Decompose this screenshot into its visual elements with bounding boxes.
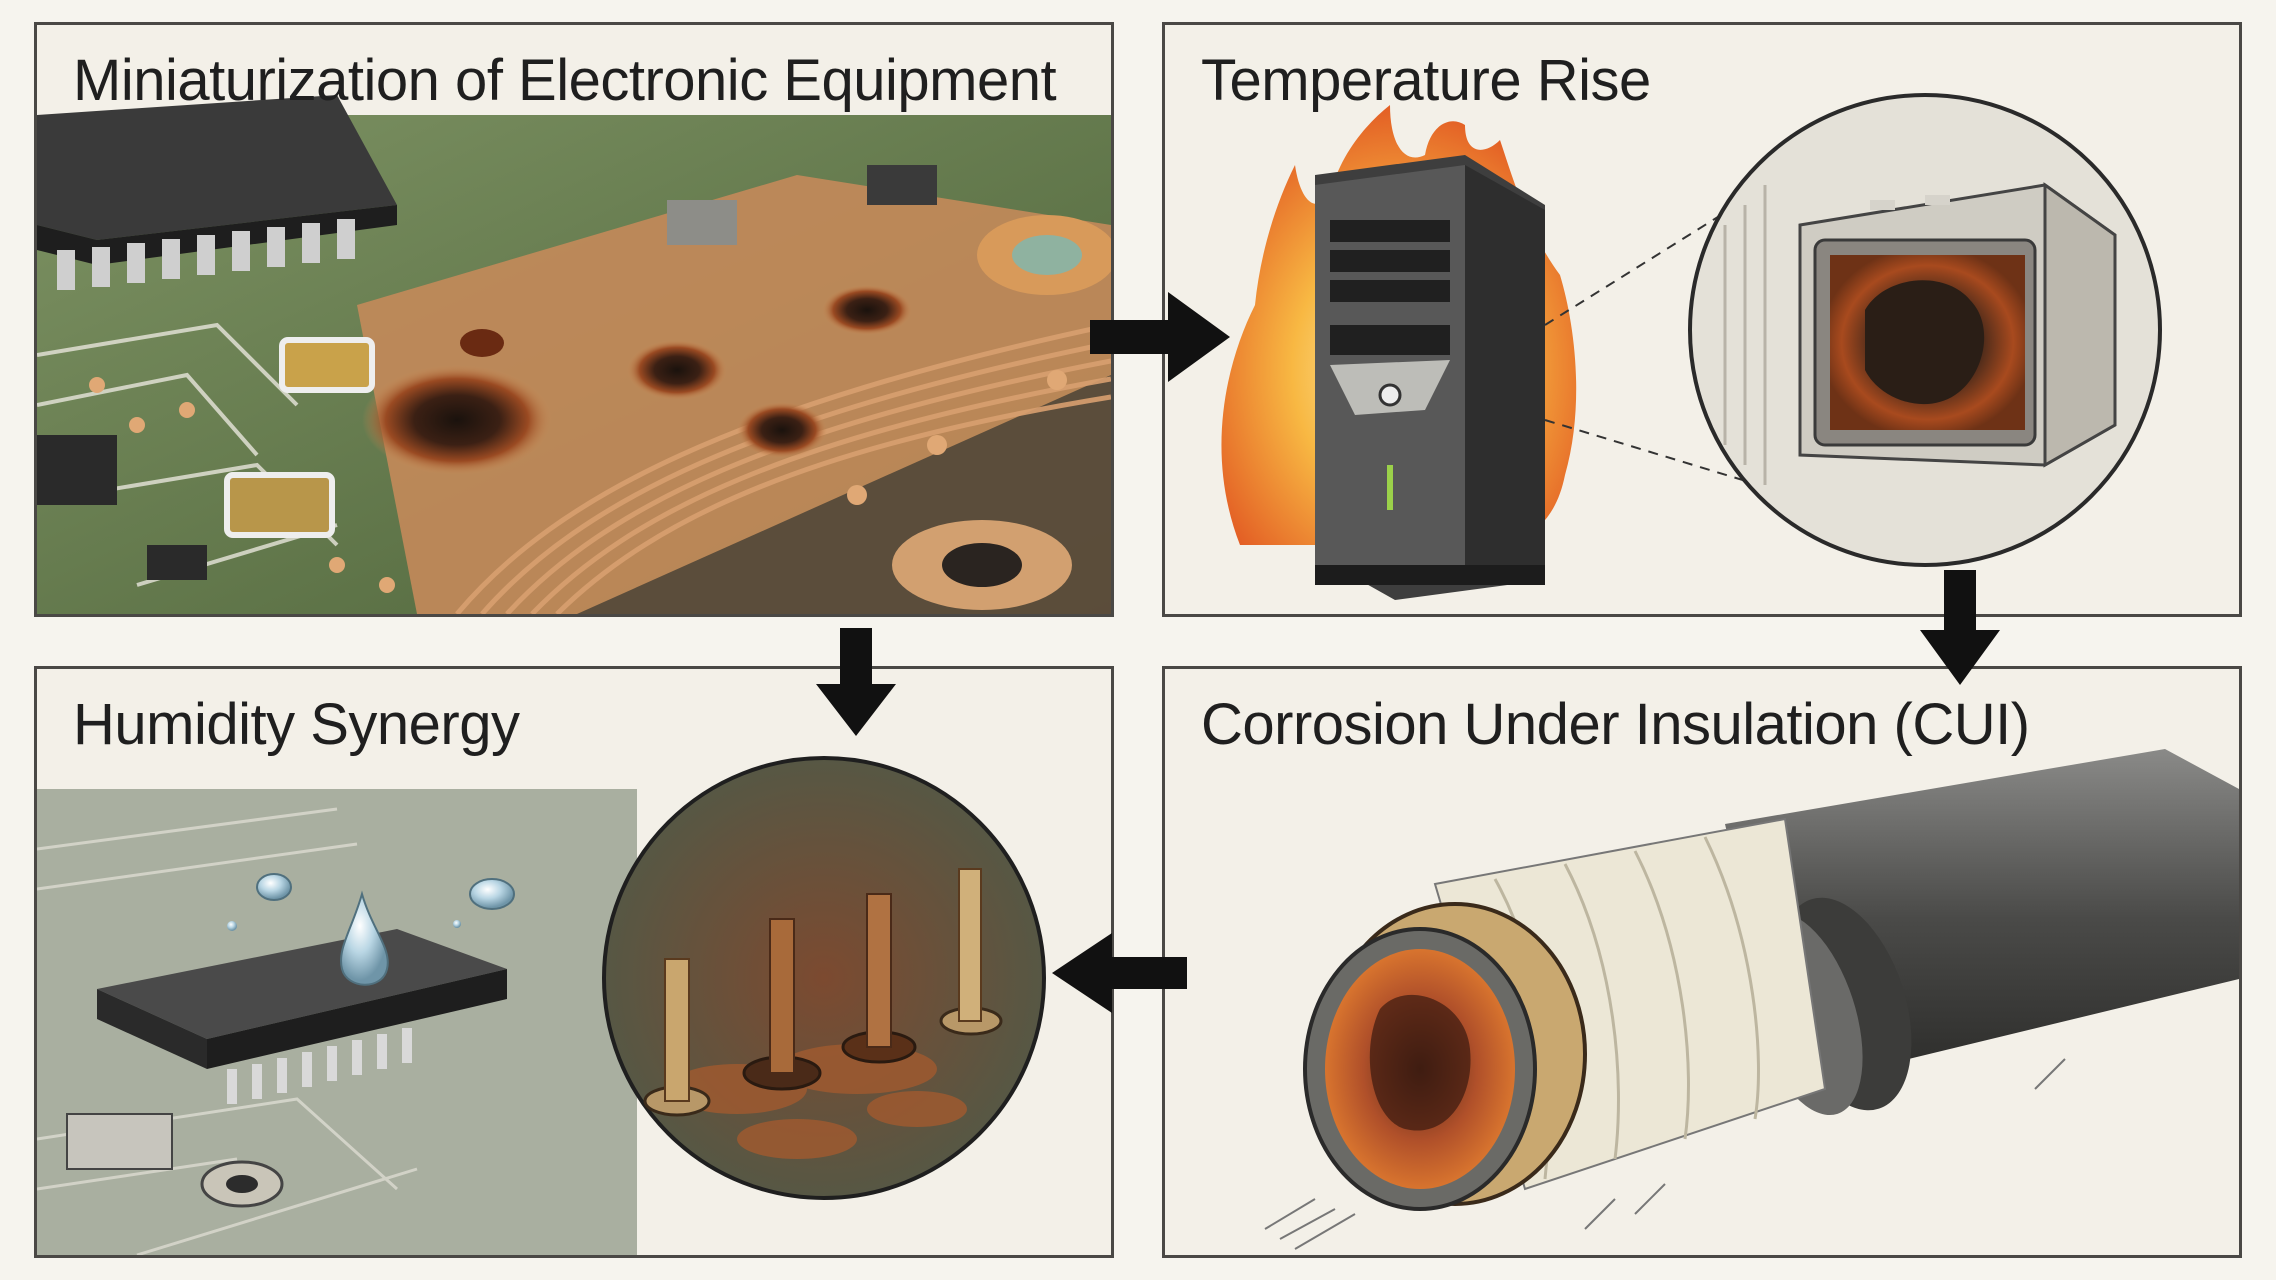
- pcb-corrosion-illustration: [37, 95, 1111, 614]
- humidity-pcb-illustration: [37, 756, 1046, 1255]
- panel-temperature-rise: Temperature Rise: [1162, 22, 2242, 617]
- panel-title-miniaturization: Miniaturization of Electronic Equipment: [73, 48, 1057, 113]
- panel-title-humidity-synergy: Humidity Synergy: [73, 692, 520, 757]
- arrow-down-icon-cui: [1920, 570, 2000, 685]
- overheating-computer-illustration: [1221, 93, 2162, 600]
- panel-humidity-synergy: Humidity Synergy: [34, 666, 1114, 1258]
- panel-miniaturization: Miniaturization of Electronic Equipment: [34, 22, 1114, 617]
- panel-corrosion-under-insulation: Corrosion Under Insulation (CUI): [1162, 666, 2242, 1258]
- arrow-left-icon: [1052, 933, 1187, 1013]
- arrow-right-icon: [1090, 292, 1230, 382]
- panel-title-temperature-rise: Temperature Rise: [1201, 48, 1651, 113]
- arrow-down-icon-humidity: [816, 628, 896, 736]
- panel-title-cui: Corrosion Under Insulation (CUI): [1201, 692, 2030, 757]
- insulated-pipe-corrosion-illustration: [1264, 749, 2239, 1250]
